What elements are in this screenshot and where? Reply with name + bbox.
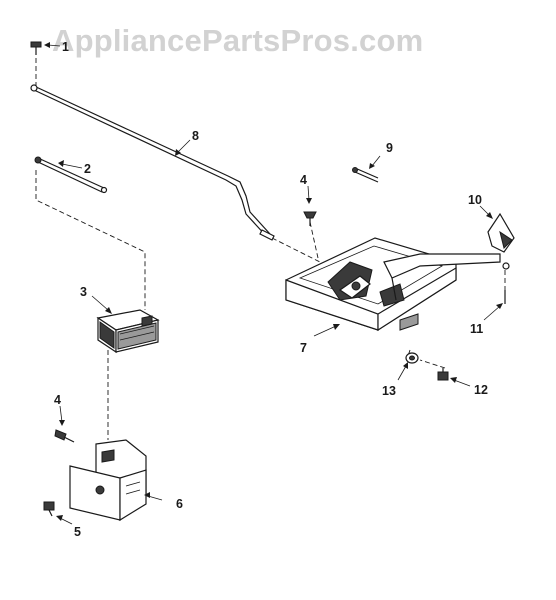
- part-6-bracket: [69, 439, 147, 522]
- callout-9: 9: [386, 141, 393, 155]
- callout-5: 5: [74, 525, 81, 539]
- leader-lines: [44, 42, 503, 525]
- callout-3: 3: [80, 285, 87, 299]
- callout-13: 13: [382, 384, 396, 398]
- part-1-screw: [30, 41, 42, 55]
- part-7-tray-assembly: [285, 237, 501, 332]
- callout-10: 10: [468, 193, 482, 207]
- callout-8: 8: [192, 129, 199, 143]
- callout-1: 1: [62, 40, 69, 54]
- watermark-logo: AppliancePartsPros.com: [52, 23, 423, 58]
- part-9-pin: [352, 167, 379, 183]
- part-4-lower-screw: [54, 429, 75, 443]
- part-13-washer: [405, 352, 419, 364]
- callout-7: 7: [300, 341, 307, 355]
- callout-11: 11: [470, 322, 483, 336]
- callout-12: 12: [474, 383, 488, 397]
- part-8-rod: [30, 84, 275, 241]
- part-12-screw: [437, 368, 449, 381]
- part-2-short-rod: [34, 156, 108, 194]
- callout-2: 2: [84, 162, 91, 176]
- callout-6: 6: [176, 497, 183, 511]
- part-5-screw: [43, 501, 55, 517]
- part-4-upper-screw: [303, 211, 317, 226]
- part-3-solenoid: [96, 309, 160, 354]
- callout-labels: 1 2 8 3 4 9 10 11 7 13 12 4 6 5: [54, 40, 488, 539]
- part-10-knob: [487, 212, 515, 270]
- callout-4-lower: 4: [54, 393, 61, 407]
- callout-4-upper: 4: [300, 173, 307, 187]
- assembly-guide-lines: [35, 58, 506, 440]
